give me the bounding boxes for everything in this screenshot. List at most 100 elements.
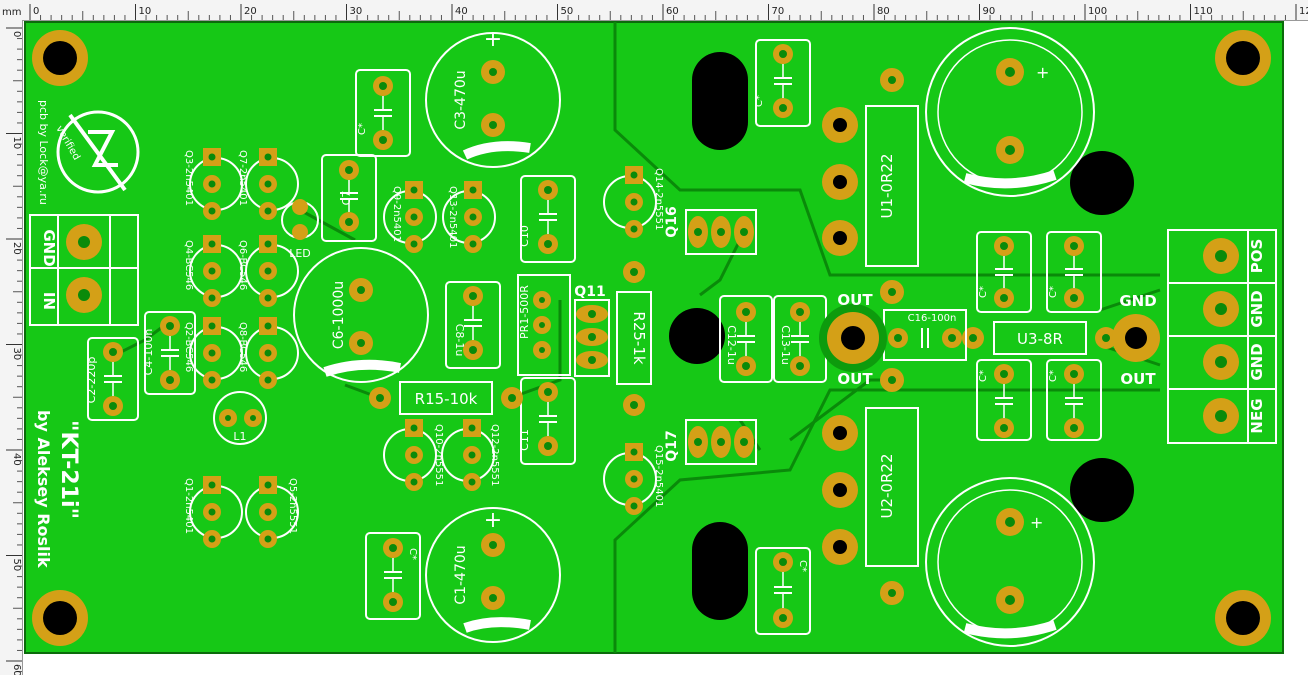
pad-drill (264, 153, 272, 161)
pad-drill (779, 50, 787, 58)
logo (56, 110, 140, 194)
pad-drill (264, 207, 272, 215)
cap-large-right-top: + (925, 27, 1095, 197)
q2-label: Q2-BC546 (183, 322, 194, 372)
cstar-5: C* (978, 286, 989, 298)
ruler-top-label: 20 (244, 6, 257, 17)
pad-drill (742, 362, 750, 370)
resistor-u1: U1-0R22 (865, 68, 919, 304)
ruler-left-label: 10 (11, 137, 22, 150)
c10-label: C10 (518, 225, 531, 247)
q1-label: Q1-2n5401 (183, 478, 194, 534)
pad-drill (1070, 294, 1078, 302)
pad-drill (410, 424, 418, 432)
terminal-right-label-1: POS (1248, 239, 1266, 274)
terminal-right-label-2: GND (1248, 290, 1266, 327)
pad-drill (1000, 242, 1008, 250)
ruler-left (0, 20, 23, 675)
pad-drill (264, 508, 272, 516)
pad-drill (264, 267, 272, 275)
c12-label: C12-1u (725, 325, 738, 365)
cstar-4: C* (797, 560, 808, 572)
terminal-left-label-1: GND (40, 229, 58, 266)
pad-drill (264, 294, 272, 302)
small-cap-pads (103, 44, 1084, 628)
cap-large-right-bottom: + (925, 477, 1095, 647)
cap-rt-plus: + (1036, 63, 1049, 82)
pad-drill (779, 558, 787, 566)
out-label-top: OUT (837, 291, 873, 309)
pad-drill (468, 478, 476, 486)
board-outline (24, 21, 1284, 654)
pad-drill (630, 475, 638, 483)
ruler-top-label: 70 (772, 6, 785, 17)
pad-drill (208, 322, 216, 330)
out-terminal: OUT OUT (819, 291, 887, 388)
pad-drill (208, 508, 216, 516)
c1-label: C1-470u (453, 545, 469, 604)
resistor-r15: R15-10k (369, 381, 523, 415)
cstar-1: C* (754, 95, 765, 107)
pad-drill (208, 240, 216, 248)
pad-drill (630, 502, 638, 510)
resistor-u3: U3-8R (962, 321, 1117, 355)
pad-drill (410, 240, 418, 248)
pad-drill (208, 481, 216, 489)
c4-label: C4-100n (142, 329, 155, 376)
credit-text: pcb by Lock@ya.ru (37, 100, 50, 205)
pad-drill (468, 451, 476, 459)
pad-drill (109, 348, 117, 356)
q15-label: Q15-2n5401 (653, 445, 664, 507)
terminal-right-label-4: NEG (1248, 398, 1266, 433)
resistor-u2: U2-0R22 (865, 368, 919, 605)
mounting-holes (32, 30, 1271, 646)
pad-drill (1070, 424, 1078, 432)
ruler-top-label: 100 (1088, 6, 1107, 17)
heatsink-holes (669, 52, 1134, 620)
pad-drill (469, 292, 477, 300)
q17-label: Q17 (664, 430, 680, 461)
c2-label: C2-220p (85, 357, 98, 404)
u3-label: U3-8R (1017, 330, 1063, 348)
q10-label: Q10-2n5551 (433, 424, 444, 486)
u2-label: U2-0R22 (878, 454, 896, 519)
pad-drill (410, 478, 418, 486)
pad-drill (345, 166, 353, 174)
terminal-left-label-2: IN (40, 292, 58, 310)
terminal-right-label-3: GND (1248, 343, 1266, 380)
ruler-top-label: 120 (1299, 6, 1308, 17)
q5-label: Q5-2n5551 (287, 478, 298, 534)
pad-drill (208, 349, 216, 357)
pad-drill (1000, 370, 1008, 378)
ruler-top-label: 60 (666, 6, 679, 17)
pad-drill (630, 198, 638, 206)
cstar-3: C* (407, 548, 418, 560)
ruler-left-label: 60 (11, 664, 22, 675)
q4-label: Q4-BC546 (183, 240, 194, 290)
pad-drill (630, 448, 638, 456)
pr1-label: PR1-500R (518, 285, 531, 339)
board-title: "KT-21i" (56, 420, 81, 519)
c3-label: C3-470u (453, 70, 469, 129)
q13-label: Q13-2n5401 (447, 186, 458, 248)
inductor-l1: L1 (213, 391, 267, 445)
pad-drill (208, 376, 216, 384)
pad-drill (469, 240, 477, 248)
ruler-top-label: 110 (1194, 6, 1213, 17)
pad-drill (742, 308, 750, 316)
led-label: LED (289, 247, 311, 260)
cstar-8: C* (1048, 370, 1059, 382)
ruler-top-label: 40 (455, 6, 468, 17)
pad-drill (630, 225, 638, 233)
pad-drill (630, 171, 638, 179)
ruler-unit: mm (2, 7, 21, 18)
pad-drill (109, 402, 117, 410)
cap-rb-plus: + (1030, 513, 1043, 532)
q3-label: Q3-2n5401 (183, 150, 194, 206)
pad-drill (544, 388, 552, 396)
ruler-top-label: 80 (877, 6, 890, 17)
r15-label: R15-10k (415, 390, 478, 408)
cstar-7: C* (978, 370, 989, 382)
cap-c6: C6-1000u (293, 247, 429, 383)
